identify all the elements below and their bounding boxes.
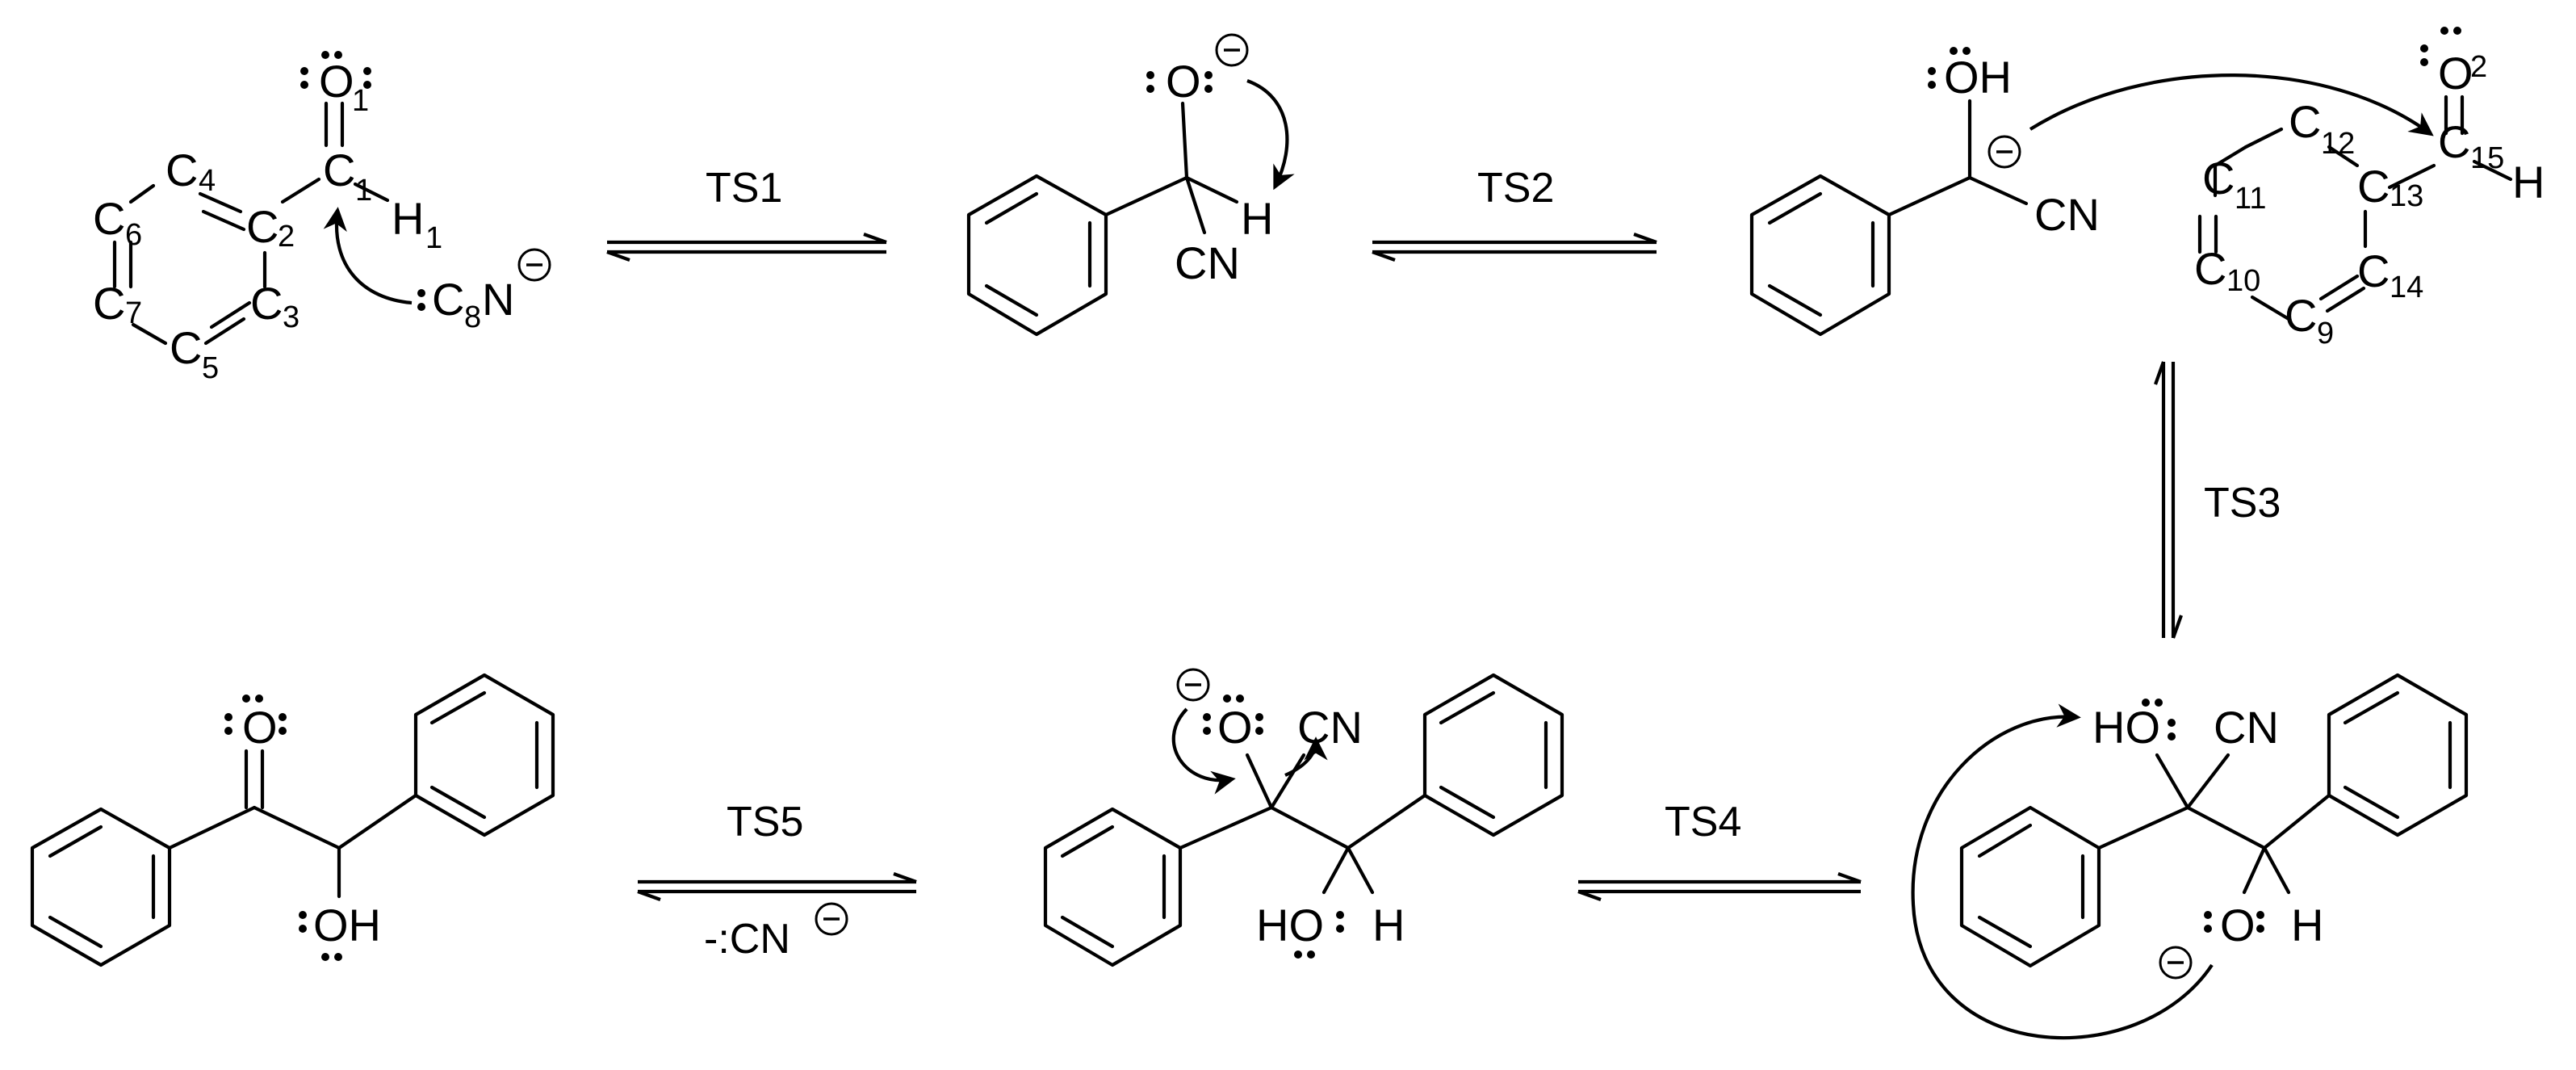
negative-charge-icon: [2159, 946, 2193, 980]
atom-n-cyanide: N: [482, 274, 514, 325]
label-c15-number: 15: [2470, 141, 2504, 175]
benzoin-product: O OH: [30, 673, 555, 967]
atom-c4: C: [165, 145, 198, 195]
negative-charge-icon: [815, 902, 848, 936]
label-c12-number: 12: [2321, 127, 2355, 161]
label-ts5-leaving-group: -:CN: [704, 916, 790, 963]
atom-c5: C: [170, 322, 202, 373]
atom-h: H: [2291, 900, 2323, 950]
atom-h1: H: [392, 193, 424, 244]
atom-o2: O: [2438, 48, 2473, 99]
atom-c13: C: [2357, 161, 2390, 212]
label-c13-number: 13: [2390, 179, 2423, 213]
negative-charge-icon: [1215, 33, 1249, 67]
equilibrium-ts5: TS5 -:CN: [637, 799, 917, 963]
label-ts5: TS5: [727, 799, 803, 846]
label-c11-number: 11: [2235, 182, 2266, 216]
equilibrium-ts3: TS3: [2154, 361, 2281, 639]
atom-h: H: [1372, 900, 1405, 950]
atom-c9: C: [2285, 290, 2317, 341]
cyanohydrin-alkoxide: O CN HO H: [1043, 668, 1564, 967]
label-ts4: TS4: [1665, 799, 1741, 846]
negative-charge-icon: [1987, 135, 2021, 169]
label-o1-number: 1: [352, 84, 369, 118]
atom-h: H: [1241, 193, 1273, 244]
group-oh: OH: [1944, 52, 2012, 103]
group-cn: CN: [1175, 237, 1240, 288]
atom-o-carbonyl: O: [242, 702, 278, 753]
label-c5-number: 5: [202, 351, 219, 385]
group-cn: CN: [2214, 702, 2279, 753]
label-ts3: TS3: [2204, 480, 2281, 527]
label-ts1: TS1: [706, 165, 782, 212]
negative-charge-icon: [1176, 668, 1210, 702]
group-oh: OH: [313, 900, 381, 950]
atom-c3: C: [250, 278, 283, 329]
group-cn: CN: [2034, 189, 2100, 240]
group-ho: HO: [1256, 900, 1324, 950]
atom-c12: C: [2289, 96, 2321, 147]
atom-c14: C: [2357, 245, 2390, 296]
benzaldehyde-with-cyanide: O 1 C 1 H 1 C 2 C 4 C 6 C 7 C 5 C 3 C 8 …: [93, 51, 551, 385]
equilibrium-ts2: TS2: [1372, 165, 1657, 262]
label-c1-number: 1: [355, 174, 372, 208]
atom-o1: O: [319, 56, 354, 107]
curved-arrow-icon: [1911, 703, 2214, 1040]
equilibrium-ts4: TS4: [1577, 799, 1862, 901]
atom-o-alkoxide: O: [1217, 702, 1253, 753]
atom-c2: C: [246, 201, 279, 252]
curved-arrow-icon: [1284, 736, 1328, 777]
atom-c1: C: [323, 145, 355, 195]
label-c9-number: 9: [2317, 317, 2334, 350]
atom-o-alkoxide: O: [1166, 56, 1201, 107]
label-c6-number: 6: [125, 218, 142, 252]
label-c4-number: 4: [199, 164, 216, 198]
group-cn: CN: [1297, 702, 1363, 753]
atom-c6: C: [93, 193, 125, 244]
carbanion-and-benzaldehyde: OH CN O 2 C 15 H C 12 C 13: [1749, 27, 2545, 350]
atom-h: H: [2512, 157, 2545, 208]
alkoxide-intermediate: O H CN: [966, 33, 1295, 337]
curved-arrow-icon: [1246, 79, 1295, 191]
atom-o-alkoxide: O: [2220, 900, 2256, 950]
group-ho: HO: [2092, 702, 2160, 753]
alkoxide-adduct: HO CN O H: [1911, 673, 2469, 1040]
atom-c7: C: [93, 278, 125, 329]
curved-arrow-icon: [2029, 73, 2434, 136]
curved-arrow-icon: [323, 207, 413, 305]
label-o2-number: 2: [2470, 50, 2487, 84]
atom-c11: C: [2202, 153, 2235, 204]
label-c10-number: 10: [2226, 264, 2260, 298]
atom-c15: C: [2438, 116, 2470, 167]
label-c7-number: 7: [125, 296, 142, 330]
negative-charge-icon: [517, 248, 551, 282]
label-h1-number: 1: [425, 221, 442, 255]
atom-c10: C: [2194, 243, 2226, 294]
equilibrium-ts1: TS1: [606, 165, 887, 262]
label-c14-number: 14: [2390, 271, 2423, 304]
label-ts2: TS2: [1477, 165, 1554, 212]
label-c3-number: 3: [283, 300, 299, 334]
atom-c8: C: [432, 274, 464, 325]
label-c8-number: 8: [464, 300, 481, 334]
curved-arrow-icon: [1171, 707, 1236, 795]
label-c2-number: 2: [278, 220, 295, 254]
